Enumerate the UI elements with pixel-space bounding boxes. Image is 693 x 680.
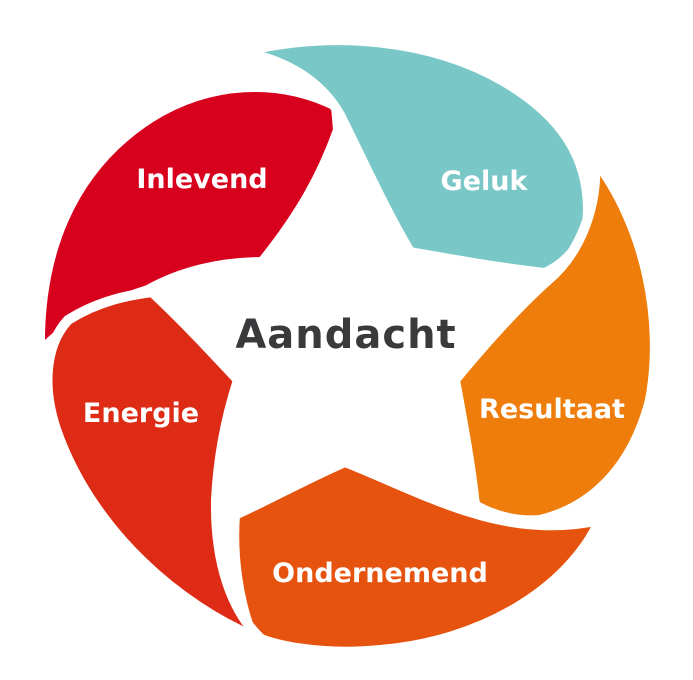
segment-energie: [42, 287, 267, 645]
segment-geluk: [237, 35, 593, 278]
segment-label-ondernemend: Ondernemend: [272, 558, 488, 589]
segments: [34, 35, 660, 657]
segment-label-resultaat: Resultaat: [479, 394, 625, 425]
segment-resultaat: [450, 155, 660, 526]
segment-label-energie: Energie: [83, 398, 199, 429]
segment-label-inlevend: Inlevend: [136, 164, 267, 195]
center-label: Aandacht: [235, 312, 456, 358]
segment-label-geluk: Geluk: [441, 166, 529, 197]
segment-ondernemend: [229, 457, 605, 657]
